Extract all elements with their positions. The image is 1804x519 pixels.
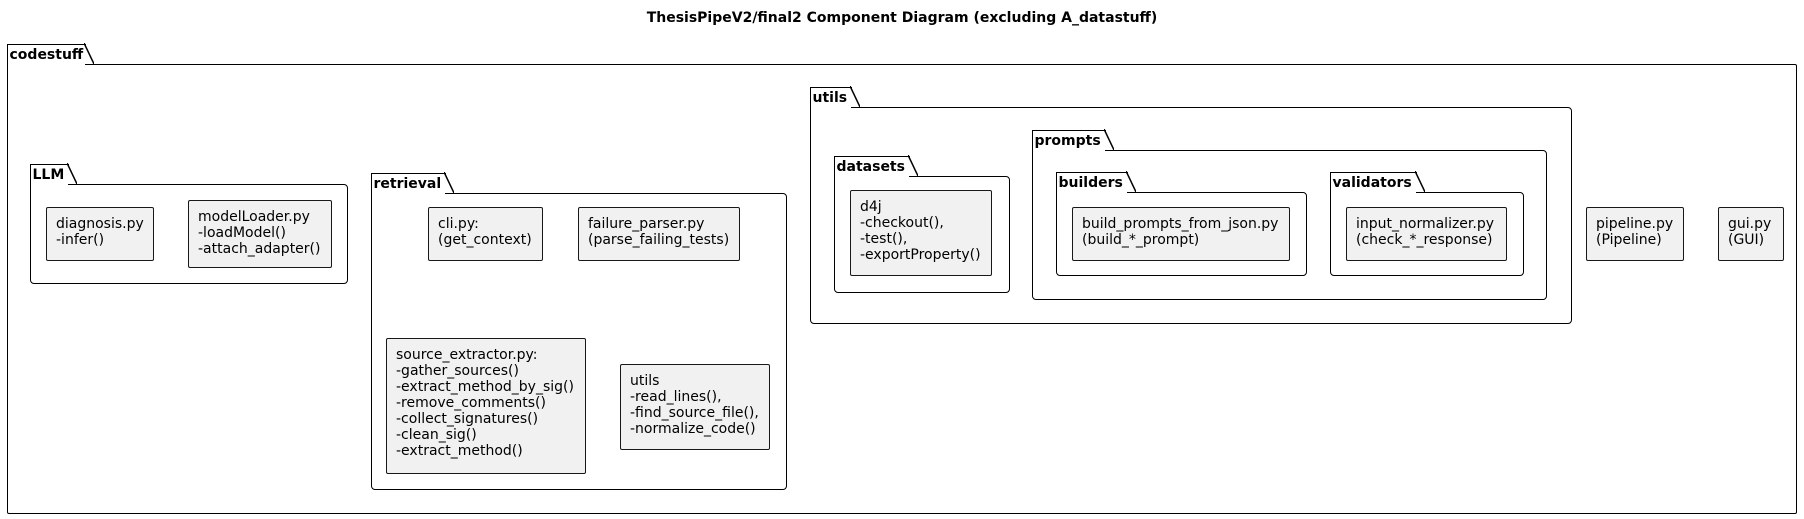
component-d4j: d4j -checkout(), -test(), -exportPropert… (850, 190, 992, 276)
component-input-normalizer: input_normalizer.py (check_*_response) (1346, 207, 1507, 261)
package-builders-label: builders (1055, 171, 1137, 193)
package-retrieval-label: retrieval (370, 172, 454, 194)
component-failure-parser: failure_parser.py (parse_failing_tests) (578, 207, 740, 261)
package-llm-label: LLM (29, 163, 78, 185)
package-datasets-label: datasets (833, 155, 919, 177)
package-validators-label: validators (1329, 171, 1425, 193)
component-cli: cli.py: (get_context) (428, 207, 543, 261)
component-build-prompts: build_prompts_from_json.py (build_*_prom… (1072, 207, 1290, 261)
package-utils-label: utils (809, 86, 860, 108)
component-diagnosis: diagnosis.py -infer() (46, 207, 154, 261)
component-gui: gui.py (GUI) (1718, 207, 1784, 261)
package-codestuff-label: codestuff (6, 43, 95, 65)
component-retrieval-utils: utils -read_lines(), -find_source_file()… (620, 364, 770, 450)
package-prompts-label: prompts (1031, 129, 1114, 151)
component-pipeline: pipeline.py (Pipeline) (1586, 207, 1684, 261)
component-model-loader: modelLoader.py -loadModel() -attach_adap… (188, 200, 332, 268)
diagram-title: ThesisPipeV2/final2 Component Diagram (e… (646, 10, 1158, 26)
component-source-extractor: source_extractor.py: -gather_sources() -… (386, 338, 586, 474)
